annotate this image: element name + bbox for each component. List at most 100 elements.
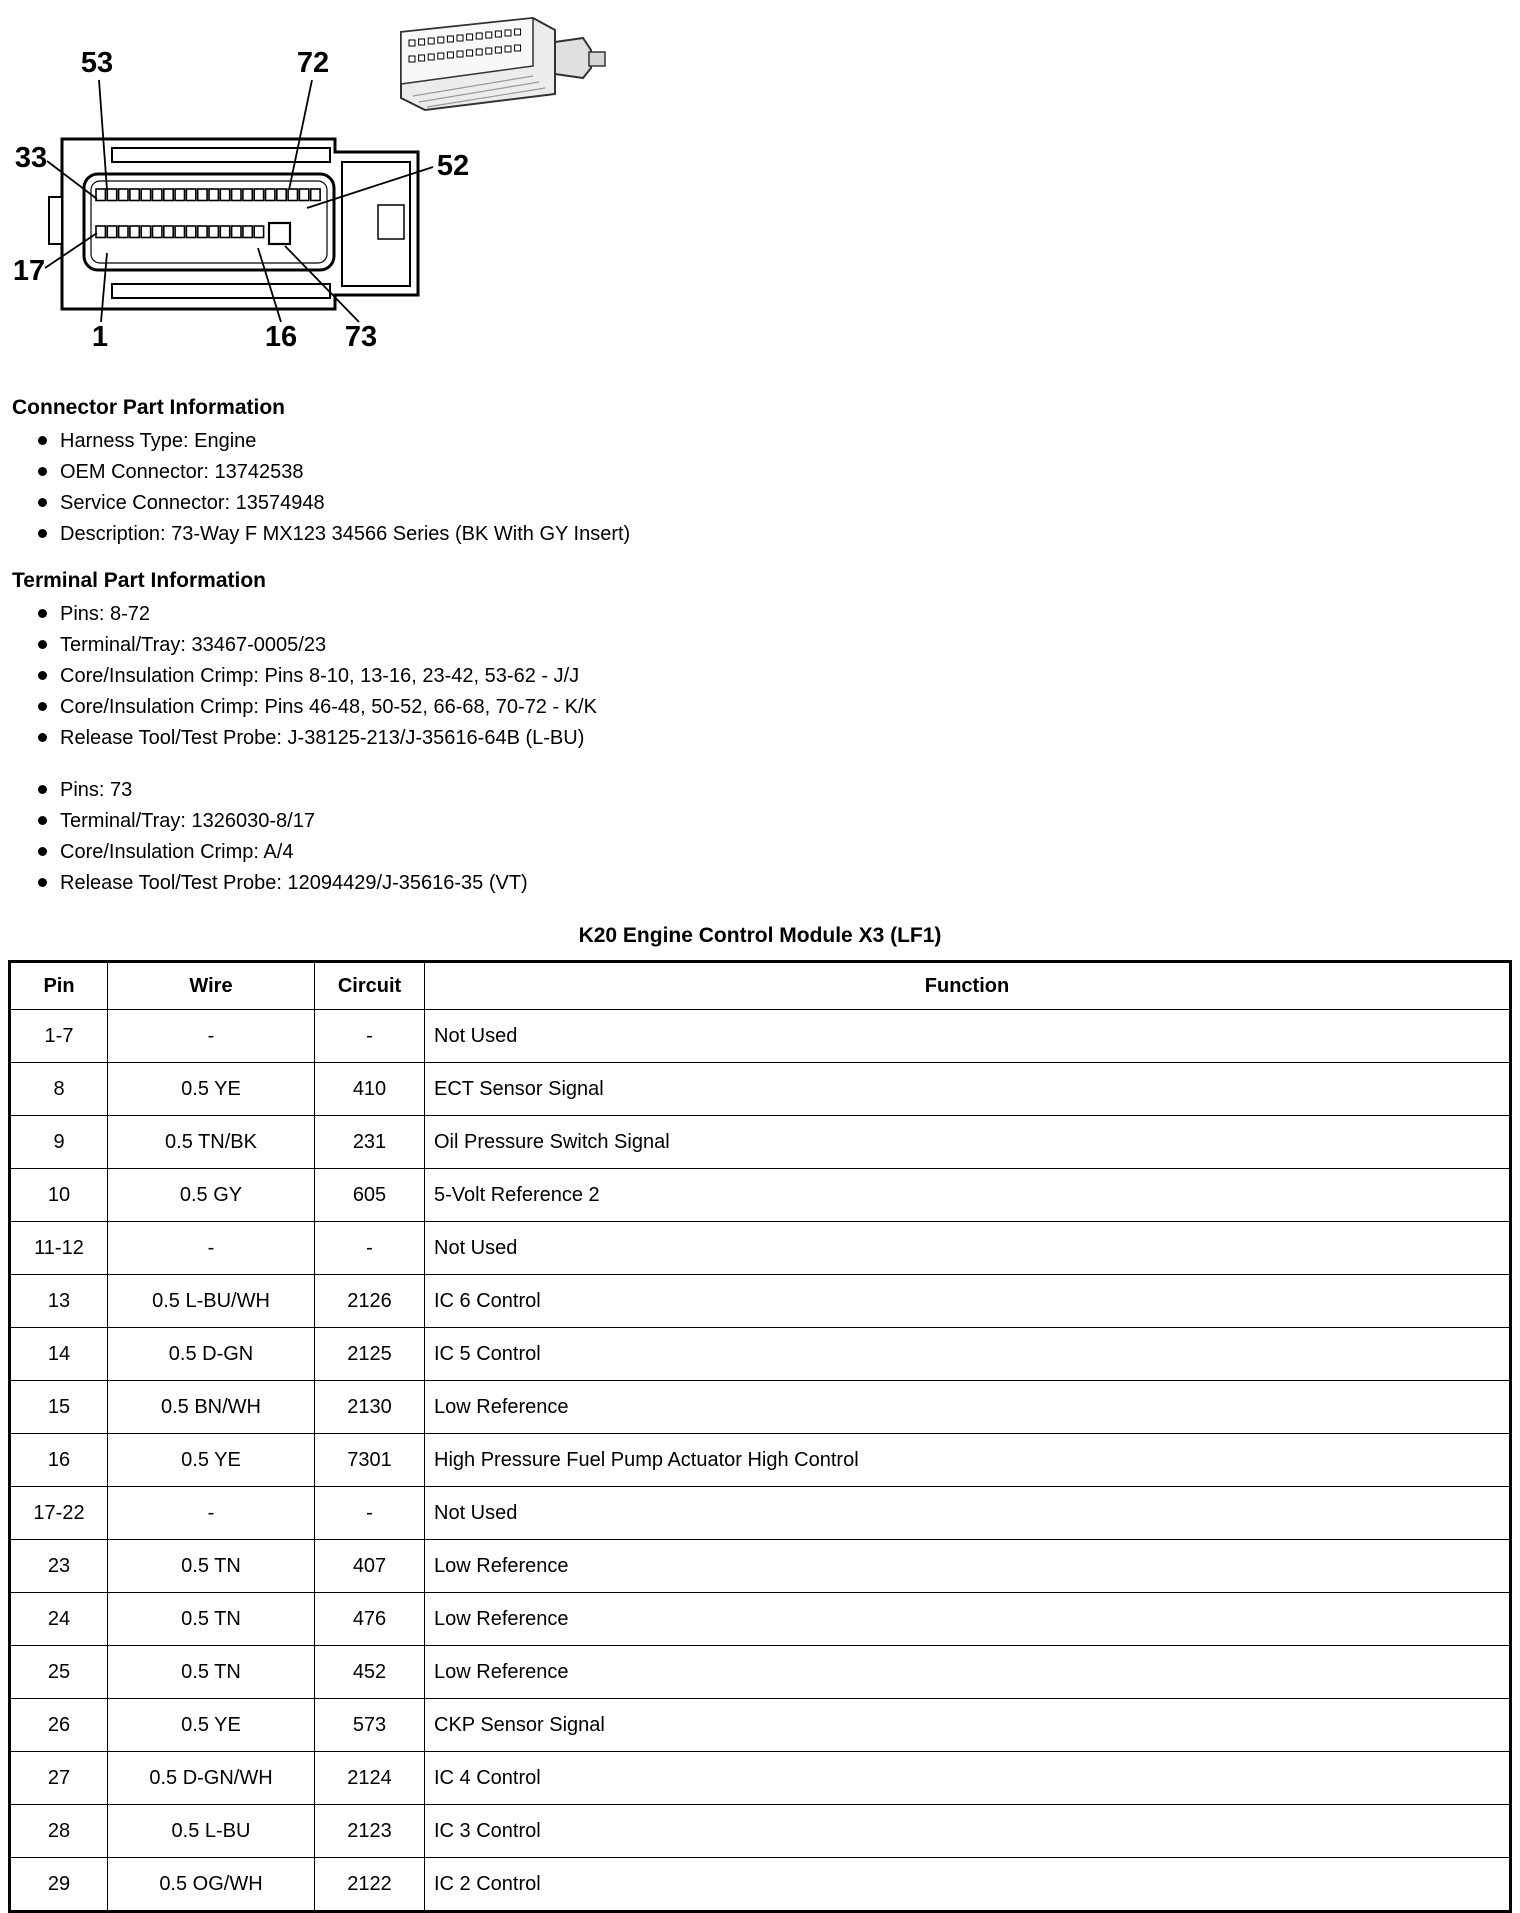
callout-72: 72	[297, 47, 329, 79]
list-item: Pins: 73	[38, 779, 1520, 801]
cell-circuit: 407	[314, 1539, 425, 1593]
callout-16: 16	[265, 321, 297, 353]
cell-wire: -	[107, 1486, 315, 1540]
table-row: 1-7 - - Not Used	[9, 1009, 1511, 1063]
cell-pin: 17-22	[9, 1486, 108, 1540]
connector-right-extension	[341, 161, 411, 287]
cell-pin: 27	[9, 1751, 108, 1805]
table-row: 17-22 - - Not Used	[9, 1486, 1511, 1540]
cell-function: Low Reference	[424, 1645, 1511, 1699]
table-row: 16 0.5 YE 7301 High Pressure Fuel Pump A…	[9, 1433, 1511, 1487]
table-row: 9 0.5 TN/BK 231 Oil Pressure Switch Sign…	[9, 1115, 1511, 1169]
pin-row-bottom	[95, 225, 265, 239]
pin-73-cavity	[267, 221, 292, 246]
list-item: Core/Insulation Crimp: Pins 8-10, 13-16,…	[38, 665, 1520, 687]
table-row: 27 0.5 D-GN/WH 2124 IC 4 Control	[9, 1751, 1511, 1805]
callout-1: 1	[92, 321, 108, 353]
table-header-row: Pin Wire Circuit Function	[9, 961, 1511, 1010]
tail-3d	[588, 51, 606, 67]
cell-circuit: 410	[314, 1062, 425, 1116]
table-row: 26 0.5 YE 573 CKP Sensor Signal	[9, 1698, 1511, 1752]
col-header-function: Function	[424, 961, 1511, 1010]
terminal-part-info-heading: Terminal Part Information	[12, 569, 266, 592]
table-row: 23 0.5 TN 407 Low Reference	[9, 1539, 1511, 1593]
cell-function: CKP Sensor Signal	[424, 1698, 1511, 1752]
cell-wire: 0.5 GY	[107, 1168, 315, 1222]
connector-top-slot	[111, 147, 331, 163]
cell-pin: 16	[9, 1433, 108, 1487]
pin-row-top	[95, 188, 321, 202]
list-item: Terminal/Tray: 33467-0005/23	[38, 634, 1520, 656]
cell-pin: 15	[9, 1380, 108, 1434]
cell-circuit: 605	[314, 1168, 425, 1222]
table-row: 8 0.5 YE 410 ECT Sensor Signal	[9, 1062, 1511, 1116]
cell-circuit: -	[314, 1486, 425, 1540]
cell-function: Not Used	[424, 1221, 1511, 1275]
cell-pin: 1-7	[9, 1009, 108, 1063]
cell-pin: 10	[9, 1168, 108, 1222]
list-item: Service Connector: 13574948	[38, 492, 1520, 514]
connector-part-info-list: Harness Type: Engine OEM Connector: 1374…	[0, 430, 1520, 545]
list-item: Release Tool/Test Probe: 12094429/J-3561…	[38, 872, 1520, 894]
connector-diagram-area: 53 72 33 52 17 1 16 73	[0, 0, 1520, 372]
cell-circuit: 2122	[314, 1857, 425, 1912]
table-row: 28 0.5 L-BU 2123 IC 3 Control	[9, 1804, 1511, 1858]
cell-function: Not Used	[424, 1486, 1511, 1540]
list-item: Core/Insulation Crimp: Pins 46-48, 50-52…	[38, 696, 1520, 718]
connector-part-info-heading: Connector Part Information	[12, 396, 286, 419]
table-row: 13 0.5 L-BU/WH 2126 IC 6 Control	[9, 1274, 1511, 1328]
cell-circuit: 2124	[314, 1751, 425, 1805]
cell-function: Not Used	[424, 1009, 1511, 1063]
list-item: Release Tool/Test Probe: J-38125-213/J-3…	[38, 727, 1520, 749]
cell-wire: 0.5 YE	[107, 1433, 315, 1487]
pin-grid-3d	[408, 28, 522, 47]
cell-wire: 0.5 TN	[107, 1645, 315, 1699]
cell-wire: 0.5 YE	[107, 1698, 315, 1752]
connector-right-detail	[377, 204, 405, 240]
cell-circuit: 2123	[314, 1804, 425, 1858]
cell-wire: 0.5 L-BU	[107, 1804, 315, 1858]
table-row: 25 0.5 TN 452 Low Reference	[9, 1645, 1511, 1699]
list-item: Core/Insulation Crimp: A/4	[38, 841, 1520, 863]
col-header-wire: Wire	[107, 961, 315, 1010]
cell-pin: 14	[9, 1327, 108, 1381]
col-header-circuit: Circuit	[314, 961, 425, 1010]
cell-wire: 0.5 D-GN/WH	[107, 1751, 315, 1805]
cell-function: IC 4 Control	[424, 1751, 1511, 1805]
cell-circuit: 573	[314, 1698, 425, 1752]
cell-wire: 0.5 OG/WH	[107, 1857, 315, 1912]
cell-wire: -	[107, 1009, 315, 1063]
cell-pin: 29	[9, 1857, 108, 1912]
cell-function: High Pressure Fuel Pump Actuator High Co…	[424, 1433, 1511, 1487]
connector-left-tab	[48, 196, 63, 245]
cell-pin: 24	[9, 1592, 108, 1646]
cell-pin: 28	[9, 1804, 108, 1858]
cell-circuit: 2130	[314, 1380, 425, 1434]
cell-function: Low Reference	[424, 1380, 1511, 1434]
cell-wire: 0.5 YE	[107, 1062, 315, 1116]
cell-function: IC 5 Control	[424, 1327, 1511, 1381]
list-item: OEM Connector: 13742538	[38, 461, 1520, 483]
cell-pin: 25	[9, 1645, 108, 1699]
cell-circuit: 7301	[314, 1433, 425, 1487]
cell-circuit: 2125	[314, 1327, 425, 1381]
cell-wire: -	[107, 1221, 315, 1275]
cell-wire: 0.5 D-GN	[107, 1327, 315, 1381]
cell-function: Oil Pressure Switch Signal	[424, 1115, 1511, 1169]
cell-pin: 26	[9, 1698, 108, 1752]
connector-bottom-slot	[111, 283, 331, 299]
cell-wire: 0.5 L-BU/WH	[107, 1274, 315, 1328]
cell-pin: 9	[9, 1115, 108, 1169]
connector-face-diagram: 53 72 33 52 17 1 16 73	[13, 16, 606, 353]
table-row: 24 0.5 TN 476 Low Reference	[9, 1592, 1511, 1646]
cell-pin: 8	[9, 1062, 108, 1116]
table-row: 10 0.5 GY 605 5-Volt Reference 2	[9, 1168, 1511, 1222]
cell-function: Low Reference	[424, 1592, 1511, 1646]
col-header-pin: Pin	[9, 961, 108, 1010]
table-row: 11-12 - - Not Used	[9, 1221, 1511, 1275]
cell-circuit: -	[314, 1009, 425, 1063]
connector-face-inner-line	[90, 180, 328, 264]
cell-pin: 13	[9, 1274, 108, 1328]
cell-circuit: 2126	[314, 1274, 425, 1328]
callout-73: 73	[345, 321, 377, 353]
